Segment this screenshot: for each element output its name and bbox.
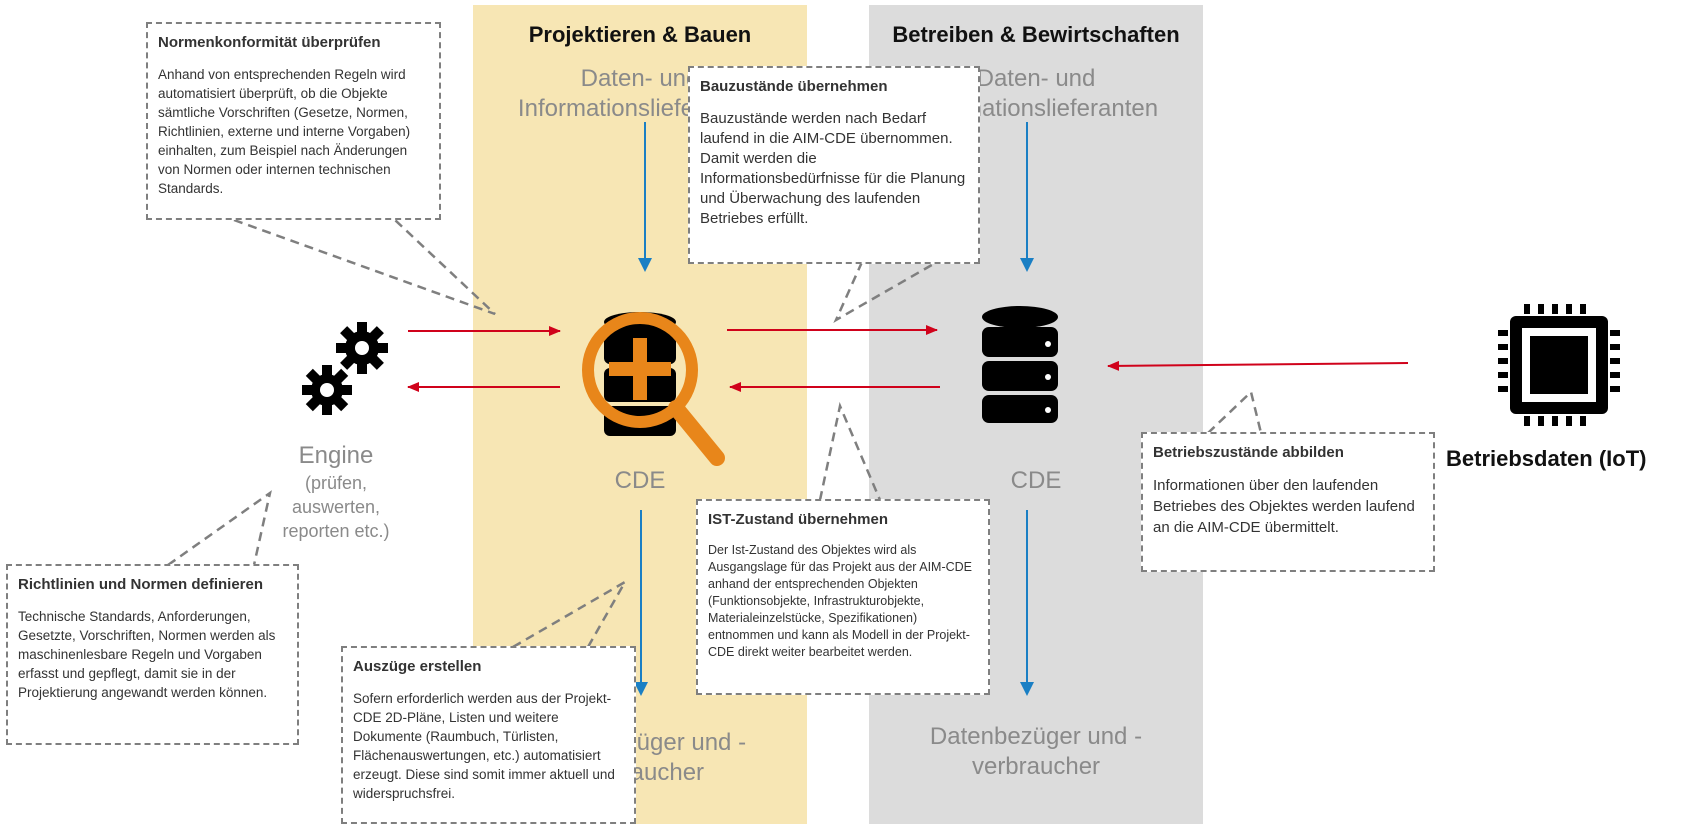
callout-body: Der Ist-Zustand des Objektes wird als Au… bbox=[708, 543, 973, 659]
callout-normenkonformitaet: Normenkonformität überprüfen Anhand von … bbox=[146, 22, 441, 220]
callout-body: Sofern erforderlich werden aus der Proje… bbox=[353, 691, 615, 801]
bezueger-label-right: Datenbezüger und - verbraucher bbox=[869, 722, 1203, 782]
engine-label: Engine (prüfen, auswerten, reporten etc.… bbox=[256, 441, 416, 543]
bezueger-right-line1: Datenbezüger und - bbox=[929, 723, 1143, 750]
callout-body: Anhand von entsprechenden Regeln wird au… bbox=[158, 67, 411, 196]
chip-icon bbox=[1498, 304, 1620, 426]
engine-sub-line2: auswerten, bbox=[291, 497, 381, 517]
cde-label-right: CDE bbox=[1010, 467, 1062, 494]
iot-label: Betriebsdaten (IoT) bbox=[1446, 446, 1647, 471]
callout-betriebszustaende: Betriebszustände abbilden Informationen … bbox=[1141, 432, 1435, 572]
callout-body: Technische Standards, Anforderungen, Ges… bbox=[18, 609, 276, 700]
pointer-richtlinien bbox=[167, 490, 272, 567]
bezueger-right-line2: verbraucher bbox=[971, 753, 1101, 780]
pointer-bauzustaende bbox=[833, 260, 938, 324]
callout-title: Auszüge erstellen bbox=[353, 658, 482, 675]
callout-body: Bauzustände werden nach Bedarf laufend i… bbox=[700, 110, 966, 227]
callout-ist-zustand: IST-Zustand übernehmen Der Ist-Zustand d… bbox=[696, 499, 990, 695]
phase-title-projektieren: Projektieren & Bauen bbox=[528, 22, 752, 47]
pointer-auszuege bbox=[512, 578, 629, 649]
callout-body: Informationen über den laufenden Betrieb… bbox=[1153, 477, 1415, 536]
callout-title: IST-Zustand übernehmen bbox=[708, 511, 889, 528]
arrow-iot-to-aimcde bbox=[1107, 360, 1409, 371]
lieferanten-right-line1: Daten- und bbox=[976, 65, 1096, 92]
callout-richtlinien: Richtlinien und Normen definieren Techni… bbox=[6, 564, 299, 745]
pointer-betriebszustaende bbox=[1207, 389, 1263, 434]
database-search-icon bbox=[582, 312, 725, 466]
pointer-ist-zustand bbox=[818, 401, 882, 501]
callout-title: Bauzustände übernehmen bbox=[700, 78, 888, 95]
engine-sub-line3: reporten etc.) bbox=[282, 521, 390, 541]
phase-title-betreiben: Betreiben & Bewirtschaften bbox=[892, 22, 1180, 47]
engine-sub-line1: (prüfen, bbox=[304, 473, 368, 493]
callout-title: Richtlinien und Normen definieren bbox=[18, 576, 264, 593]
cde-label-left: CDE bbox=[614, 467, 666, 494]
callout-title: Normenkonformität überprüfen bbox=[158, 34, 381, 51]
callout-title: Betriebszustände abbilden bbox=[1153, 444, 1344, 461]
pointer-normenkonformitaet bbox=[233, 218, 496, 316]
engine-title: Engine bbox=[298, 442, 374, 469]
callout-bauzustaende: Bauzustände übernehmen Bauzustände werde… bbox=[688, 66, 980, 264]
lieferanten-left-line1: Daten- und bbox=[580, 65, 700, 92]
callout-auszuege: Auszüge erstellen Sofern erforderlich we… bbox=[341, 646, 636, 824]
database-icon bbox=[982, 306, 1058, 423]
gears-icon bbox=[302, 322, 388, 415]
